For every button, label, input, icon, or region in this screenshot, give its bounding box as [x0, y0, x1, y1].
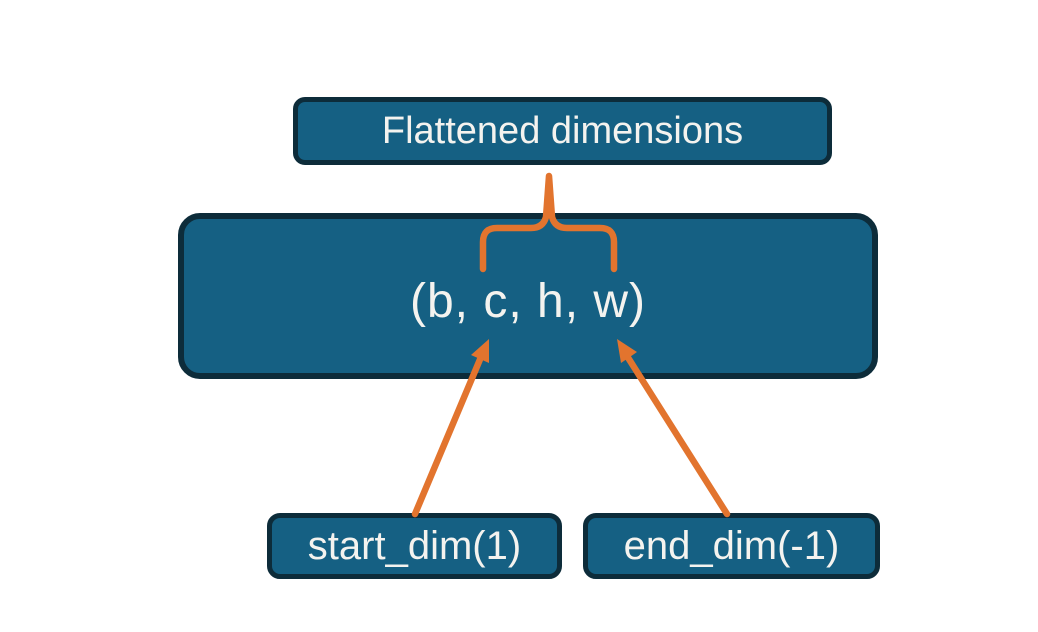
end-dim-label: end_dim(-1) — [623, 523, 840, 568]
start-dim-label: start_dim(1) — [307, 523, 522, 568]
start-dim-box: start_dim(1) — [267, 513, 562, 579]
flattened-dimensions-label: Flattened dimensions — [381, 109, 744, 152]
flattened-dimensions-box: Flattened dimensions — [293, 97, 832, 165]
end-dim-arrow-line — [623, 352, 731, 518]
tensor-shape-box: (b, c, h, w) — [178, 213, 878, 379]
end-dim-box: end_dim(-1) — [583, 513, 880, 579]
tensor-shape-label: (b, c, h, w) — [409, 274, 647, 328]
start-dim-arrow-line — [411, 353, 485, 518]
